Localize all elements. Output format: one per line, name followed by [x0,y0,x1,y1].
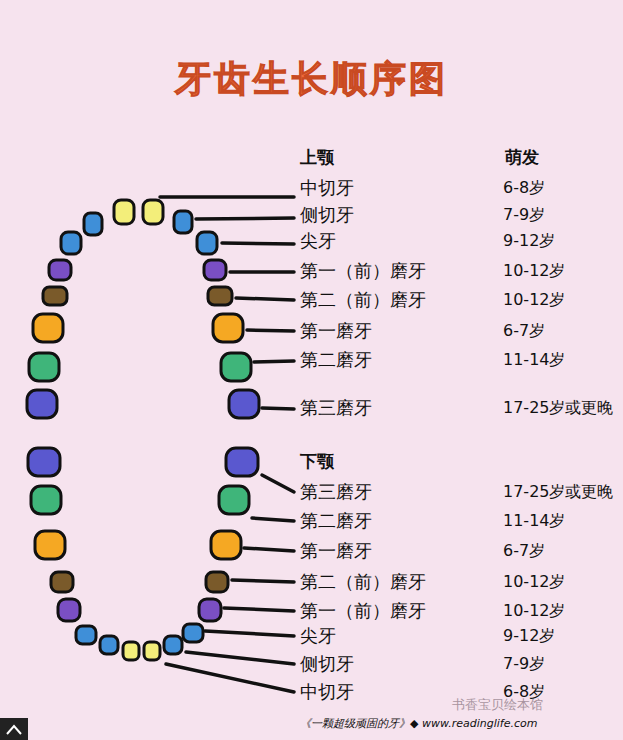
leader-line [236,298,294,300]
tooth-name: 尖牙 [300,626,336,647]
leader-line [196,218,294,219]
tooth-name: 第一磨牙 [300,321,372,342]
tooth [226,448,258,476]
leader-line [252,518,294,521]
eruption-age: 10-12岁 [503,262,566,280]
tooth-name: 第二磨牙 [300,511,372,532]
tooth [219,486,249,514]
tooth [183,624,203,642]
tooth-name: 第一磨牙 [300,541,372,562]
leader-line [262,408,294,409]
eruption-age: 6-7岁 [503,542,545,560]
tooth-name: 第三磨牙 [300,398,372,419]
tooth-name: 第二磨牙 [300,350,372,371]
tooth-name: 第一（前）磨牙 [300,261,426,282]
leader-line [244,548,294,551]
corner-arrow [7,726,21,734]
tooth [100,636,118,654]
leader-line [222,243,294,244]
tooth [114,200,134,224]
leader-line [160,195,294,199]
eruption-age: 9-12岁 [503,232,555,250]
tooth [164,636,182,654]
tooth [28,448,60,476]
tooth [58,599,80,621]
eruption-age: 11-14岁 [503,351,566,369]
tooth [43,287,67,305]
title: 牙齿生长顺序图 [0,58,623,99]
leader-line [166,664,294,692]
jaw-header: 上颚 [300,148,334,168]
tooth [51,572,73,592]
eruption-age: 10-12岁 [503,602,566,620]
tooth [197,232,217,254]
eruption-age: 11-14岁 [503,512,566,530]
leader-lines [160,197,294,692]
tooth [33,314,63,342]
leader-line [205,631,294,636]
tooth-name: 第三磨牙 [300,482,372,503]
corner-button [0,718,28,740]
eruption-age: 10-12岁 [503,291,566,309]
eruption-age: 17-25岁或更晚 [503,399,614,417]
jaw-header: 下颚 [300,452,334,472]
tooth [213,314,243,342]
tooth [31,486,61,514]
tooth [199,599,221,621]
leader-line [224,608,294,611]
watermark: 书香宝贝绘本馆 [452,698,543,713]
tooth [49,260,71,280]
tooth [208,287,232,305]
eruption-age: 10-12岁 [503,573,566,591]
tooth [144,642,160,660]
tooth [204,260,226,280]
tooth [143,200,163,224]
tooth [206,572,228,592]
tooth-name: 中切牙 [300,178,354,199]
tooth [35,531,65,559]
eruption-age: 6-8岁 [503,179,545,197]
column-header: 萌发 [505,148,539,168]
eruption-age: 7-9岁 [503,206,545,224]
tooth [211,531,241,559]
leader-line [247,330,294,331]
tooth [221,353,251,381]
footer-credit: 《一颗超级顽固的牙》◆ www.readinglife.com [300,718,538,731]
tooth [76,626,96,644]
tooth [123,642,139,660]
leader-line [230,270,294,274]
leader-line [262,475,294,492]
tooth-name: 侧切牙 [300,654,354,675]
leader-line [232,580,294,582]
teeth [27,200,259,660]
tooth-name: 侧切牙 [300,205,354,226]
tooth [27,390,57,418]
tooth [84,213,102,235]
tooth-name: 第二（前）磨牙 [300,572,426,593]
tooth [174,211,192,233]
eruption-age: 9-12岁 [503,627,555,645]
eruption-age: 7-9岁 [503,655,545,673]
leader-line [254,361,294,362]
tooth-name: 第一（前）磨牙 [300,601,426,622]
tooth [61,232,81,254]
eruption-age: 17-25岁或更晚 [503,483,614,501]
leader-line [186,652,294,664]
tooth [29,353,59,381]
tooth-name: 尖牙 [300,231,336,252]
tooth [229,390,259,418]
tooth-name: 中切牙 [300,682,354,703]
eruption-age: 6-7岁 [503,322,545,340]
tooth-name: 第二（前）磨牙 [300,290,426,311]
